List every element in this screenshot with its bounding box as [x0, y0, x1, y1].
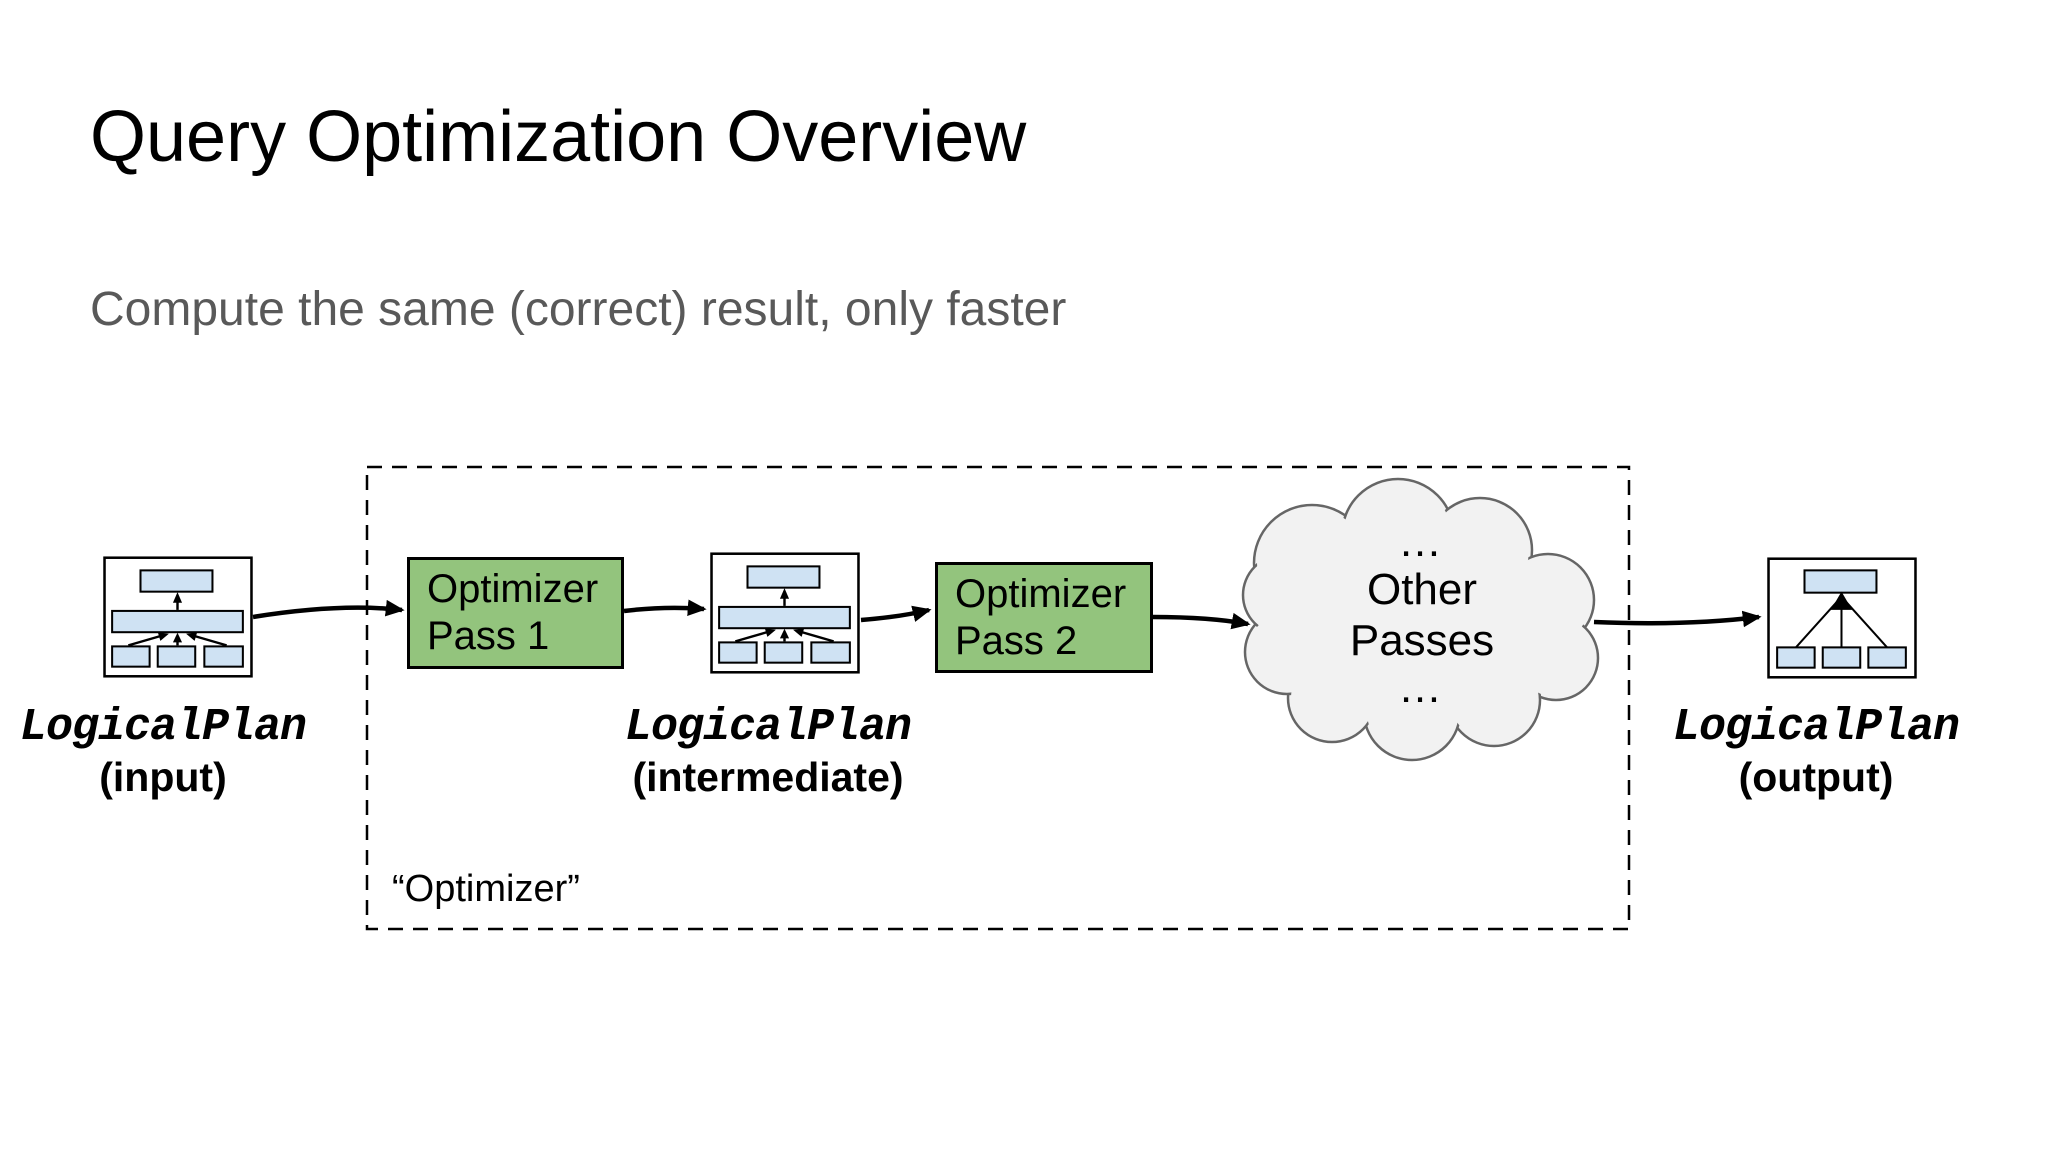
- plan-tree-icon: [1767, 557, 1917, 679]
- optimizer-pass1-line2: Pass 1: [427, 614, 550, 658]
- optimizer-pass1-line1: Optimizer: [427, 567, 599, 611]
- cloud-dots-bottom: …: [1398, 663, 1446, 712]
- other-passes-cloud-label: … Other Passes …: [1272, 520, 1572, 710]
- plan-tree-icon: [710, 552, 860, 674]
- optimizer-pass2-line1: Optimizer: [955, 571, 1127, 616]
- cloud-dots-top: …: [1398, 517, 1446, 566]
- flow-arrow-pass2-to-cloud: [1152, 612, 1251, 630]
- page-title: Query Optimization Overview: [90, 97, 1027, 177]
- logical-plan-output-label: LogicalPlan (output): [1656, 704, 1976, 802]
- flow-arrow-intermediate-to-pass2: [860, 605, 932, 623]
- logical-plan-output-box: [1767, 557, 1917, 679]
- plan-role-input: (input): [99, 754, 227, 800]
- plan-name-input: LogicalPlan: [19, 702, 307, 753]
- flow-arrow-pass1-to-intermediate: [623, 599, 707, 617]
- slide-subtitle: Compute the same (correct) result, only …: [90, 283, 1067, 336]
- logical-plan-intermediate-label: LogicalPlan (intermediate): [608, 704, 928, 802]
- flow-arrow-cloud-to-output: [1593, 610, 1762, 628]
- logical-plan-input-box: [103, 556, 253, 678]
- plan-name-intermediate: LogicalPlan: [624, 702, 912, 753]
- cloud-label-line1: Other: [1366, 565, 1478, 614]
- optimizer-pass2-box: Optimizer Pass 2: [935, 562, 1153, 673]
- cloud-shape-fill: [1246, 482, 1595, 757]
- cloud-label-line2: Passes: [1349, 616, 1495, 665]
- optimizer-region-label: “Optimizer”: [392, 868, 580, 910]
- optimizer-pass1-box: Optimizer Pass 1: [407, 557, 624, 669]
- logical-plan-input-label: LogicalPlan (input): [3, 704, 323, 802]
- plan-name-output: LogicalPlan: [1672, 702, 1960, 753]
- logical-plan-intermediate-box: [710, 552, 860, 674]
- optimizer-pass2-line2: Pass 2: [955, 618, 1078, 663]
- plan-role-intermediate: (intermediate): [632, 754, 904, 800]
- plan-tree-icon: [103, 556, 253, 678]
- optimizer-region-border: [365, 465, 1631, 931]
- flow-arrow-input-to-pass1: [252, 599, 405, 620]
- plan-role-output: (output): [1738, 754, 1894, 800]
